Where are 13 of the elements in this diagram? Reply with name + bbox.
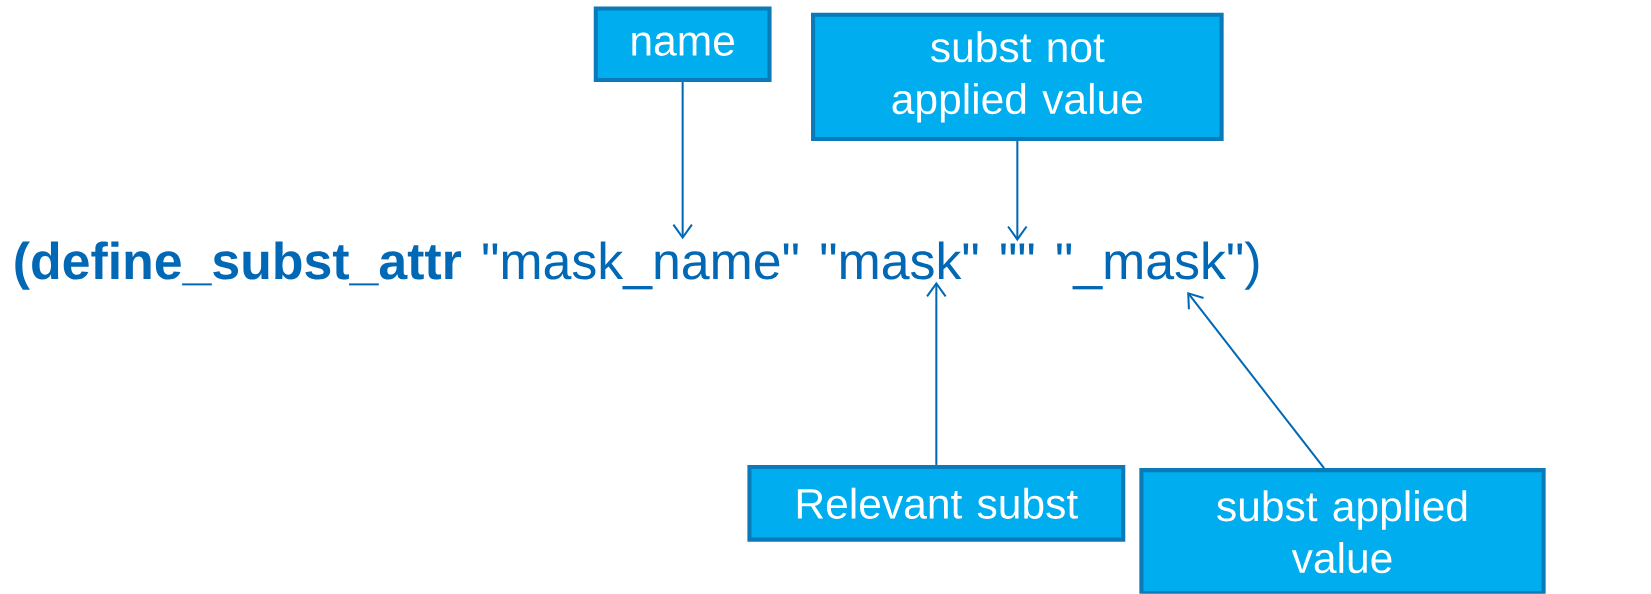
code-text: "mask_name" bbox=[483, 241, 798, 290]
arrow bbox=[1187, 292, 1325, 469]
arrow bbox=[672, 82, 693, 240]
arrow bbox=[1007, 141, 1028, 242]
code-text: "mask" bbox=[821, 241, 978, 280]
code-text: (define_subst_attr bbox=[15, 241, 462, 290]
code-text: "" bbox=[1001, 243, 1034, 255]
callout-box: subst not applied value bbox=[811, 12, 1224, 142]
callout-box: Relevant subst bbox=[747, 465, 1126, 542]
code-text: "_mask") bbox=[1057, 241, 1259, 290]
callout-box: name bbox=[593, 6, 772, 83]
callout-box: subst applied value bbox=[1139, 468, 1546, 594]
arrow bbox=[926, 281, 947, 465]
